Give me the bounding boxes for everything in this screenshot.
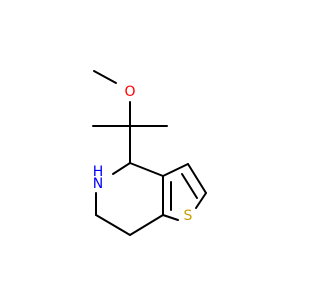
sulfur-label: S xyxy=(184,208,193,224)
bond-c7-c7a xyxy=(129,214,164,236)
bond-c6-c7 xyxy=(95,214,131,236)
bond-c4-n xyxy=(112,162,131,175)
bond-c2-s xyxy=(195,192,207,209)
nitrogen-h-label: H xyxy=(93,164,104,180)
bond-methyl-o xyxy=(93,70,117,84)
bond-c3-c2 xyxy=(187,163,207,194)
bond-c3-c2-double xyxy=(181,173,198,199)
oxygen-label: O xyxy=(124,84,135,100)
molecule-canvas: O H N S xyxy=(92,70,207,236)
bond-c3a-c3 xyxy=(162,163,189,177)
bond-s-c7a xyxy=(162,214,179,221)
molecule-structure: O H N S xyxy=(92,70,207,236)
nitrogen-label: N xyxy=(93,176,103,192)
bond-c3a-c4 xyxy=(129,162,164,177)
